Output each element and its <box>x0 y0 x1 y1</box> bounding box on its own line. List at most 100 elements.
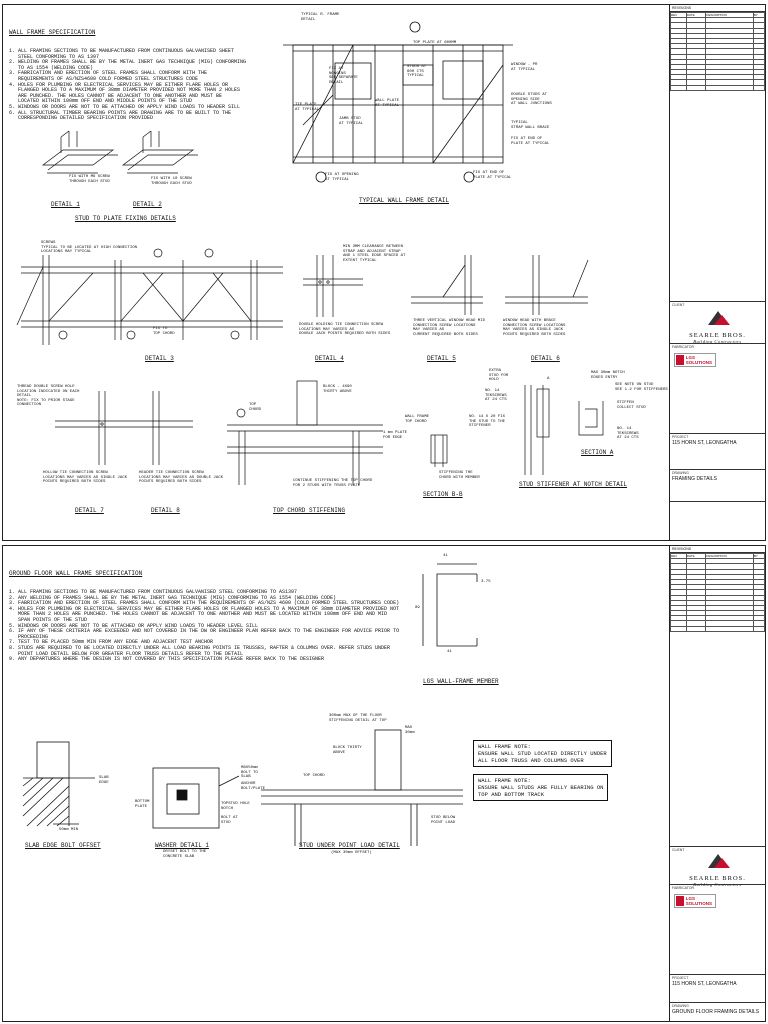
label-tc-blocks: BLOCK - 4X90 THIRTY ABOVE <box>323 385 352 394</box>
label-dim-top: 41 <box>443 554 448 558</box>
caption-detail-2: DETAIL 2 <box>133 201 162 208</box>
fabricator-logo-top: LGS SOLUTIONS <box>674 353 716 367</box>
caption-point-load: STUD UNDER POINT LOAD DETAIL <box>299 842 400 849</box>
client-field-bottom: CLIENT <box>670 846 765 853</box>
spec-line: 6. ALL STRUCTURAL TIMBER BEARING POINTS … <box>9 109 232 116</box>
project-value-bottom: 115 HORN ST, LEONGATHA <box>672 981 737 987</box>
typical-wall-frame <box>283 21 513 183</box>
builder-logo-icon <box>708 311 730 325</box>
revision-row <box>670 599 765 606</box>
fabricator-name: LGS SOLUTIONS <box>685 355 712 365</box>
caption-section-a: SECTION A <box>581 449 614 456</box>
caption-detail-3: DETAIL 3 <box>145 355 174 362</box>
caption-detail-1: DETAIL 1 <box>51 201 80 208</box>
washer-detail-drawing <box>152 767 240 829</box>
label-washer-c: BOTTOM PLATE <box>135 800 150 809</box>
spec-line: TO AS 1554 (WELDING CODE) <box>9 64 94 71</box>
detail-7-drawing <box>55 391 133 465</box>
label-ss-a: A <box>547 377 550 381</box>
client-label-bottom: CLIENT <box>672 848 685 852</box>
fabricator-field-bottom: FABRICATOR <box>670 884 765 975</box>
label-d4-clear: MIN 3MM CLEARANCE BETWEEN STRAP AND ADJA… <box>343 245 406 263</box>
builder-logo-icon <box>708 854 730 868</box>
label-fix-end-plate-2: FIX AT END OF PLATE AT TYPICAL <box>473 171 512 180</box>
label-slab-dim: 50mm MIN <box>59 828 79 832</box>
label-double-stud: DOUBLE STUDS AT OPENING SIDE AT WALL JUN… <box>511 93 552 107</box>
label-slab-edge: SLAB EDGE <box>99 776 109 785</box>
top-chord-stiffening-drawing <box>227 380 383 485</box>
revision-row <box>670 604 765 612</box>
caption-top-chord: TOP CHORD STIFFENING <box>273 507 346 514</box>
spec-line: STEEL CONFORMING TO AS 1397 <box>9 53 100 60</box>
spec-line: 2. WELDING OR FRAMES SHALL BE BY THE MET… <box>9 59 247 66</box>
spec-lines: 1. ALL FRAMING SECTIONS TO BE MANUFACTUR… <box>9 48 247 122</box>
fabricator-logo-bottom: LGS SOLUTIONS <box>674 894 716 908</box>
detail-5-drawing <box>411 255 483 315</box>
label-fix-opening: FIX AT OPENING AT TYPICAL <box>325 173 359 182</box>
label-sa-screw: SEE NOTE ON STUD SEE 1.2 FOR STIFFENERS <box>615 383 668 392</box>
label-fix-chord: FIX TO TOP CHORD <box>153 327 175 336</box>
caption-typical-wall: TYPICAL WALL FRAME DETAIL <box>359 197 450 204</box>
builder-name-bottom: SEARLE BROS. <box>689 875 746 882</box>
builder-logo-bottom: SEARLE BROS. Building Contractors <box>670 850 765 887</box>
fabricator-label: FABRICATOR <box>672 345 695 349</box>
spec-line: 5. WINDOWS OR DOORS ARE NOT TO BE ATTACH… <box>9 622 259 629</box>
spec-title-bottom: GROUND FLOOR WALL FRAME SPECIFICATION <box>9 570 143 578</box>
label-bottom-plate: TIE PLATE AT TYPICAL <box>295 103 320 112</box>
project-label-bottom: PROJECT <box>672 976 689 980</box>
label-screws-base: FIX WITH M6 SCREW THROUGH EACH STUD <box>69 175 110 184</box>
label-ss-mid: NO. 14 X 20 FIX THE STUD TO THE STIFFENE… <box>469 415 506 429</box>
drawing-sheet-bottom: GROUND FLOOR WALL FRAME SPECIFICATION 1.… <box>2 545 766 1022</box>
label-ss-screw: NO. 14 TEKSCREWS AT 24 CTS <box>485 389 507 403</box>
label-ss-hatch: EXTRA STUD FOR HOLD <box>489 369 509 383</box>
caption-lgs-member: LGS WALL-FRAME MEMBER <box>423 678 499 685</box>
revision-row <box>670 625 765 632</box>
client-label: CLIENT <box>672 303 685 307</box>
label-bb-frame: WALL FRAME TOP CHORD <box>405 415 430 424</box>
label-washer-d: TOPSTUD HOLE NOTCH <box>221 802 250 811</box>
label-pl-block: BLOCK THIRTY ABOVE <box>333 746 362 755</box>
revision-rows <box>670 17 765 91</box>
point-load-drawing <box>261 729 463 846</box>
label-d8-note: HEADER TIE CONNECTION SCREW LOCATIONS MA… <box>139 471 224 485</box>
label-pl-stud: STUD BELOW POINT LOAD <box>431 816 456 825</box>
sheet-info-top <box>670 501 765 540</box>
label-stud-centres: STUDS AT 600 CTS TYPICAL <box>407 65 427 79</box>
builder-logo-top: SEARLE BROS. Building Contractors <box>670 307 765 344</box>
label-typical-frame: TYPICAL R. FRAME DETAIL <box>301 13 340 22</box>
label-sa-stiff: STIFFEN COLLECT STUD <box>617 401 646 410</box>
detail-2-drawing <box>121 130 198 174</box>
label-wall-plate: WALL PLATE AT TYPICAL <box>375 99 400 108</box>
label-fix-end-plate: FIX AT END OF PLATE AT TYPICAL <box>511 137 550 146</box>
lgs-logo-icon <box>676 355 684 365</box>
stud-stiffener-drawing <box>524 385 604 475</box>
detail-1-drawing <box>41 130 118 174</box>
spec-line: 3. FABRICATION AND ERECTION OF STEEL FRA… <box>9 70 208 77</box>
slab-edge-drawing <box>22 741 95 827</box>
section-bb-drawing <box>430 434 448 467</box>
label-pl-top: 300mm MAX OF THE FLOOR STIFFENING DETAIL… <box>329 714 387 723</box>
revision-row <box>670 84 765 91</box>
bottom-linework <box>22 563 478 846</box>
caption-detail-8: DETAIL 8 <box>151 507 180 514</box>
caption-detail-6: DETAIL 6 <box>531 355 560 362</box>
wall-frame-note-1: WALL FRAME NOTE: ENSURE WALL STUD LOCATE… <box>473 740 612 767</box>
label-pl-max: MAX 30mm <box>405 726 415 735</box>
spec-line: MORE THAN 2 HOLES ARE PUNCHED. THE HOLES… <box>9 611 388 618</box>
label-typical-brace: TYPICAL STRAP WALL BRACE <box>511 121 550 130</box>
top-linework <box>16 21 604 485</box>
label-noggin: FIX AT NOGGINS SEE SEPARATE DETAIL <box>329 67 358 85</box>
spec-line: 2. ANY WELDING OF FRAMES SHALL BE BY THE… <box>9 594 337 601</box>
label-pl-chord: TOP CHORD <box>303 774 325 778</box>
spec-line: ARE PUNCHED. THE HOLES CANNOT BE ADJACEN… <box>9 92 223 99</box>
label-d6-note: WINDOW HEAD WITH BRACE CONNECTION SCREW … <box>503 319 566 337</box>
revisions-label-bottom: REVISIONS <box>670 546 765 553</box>
project-label: PROJECT <box>672 435 689 439</box>
spec-line: FLANGED HOLES TO A MAXIMUM OF 38mm DIAME… <box>9 87 241 94</box>
